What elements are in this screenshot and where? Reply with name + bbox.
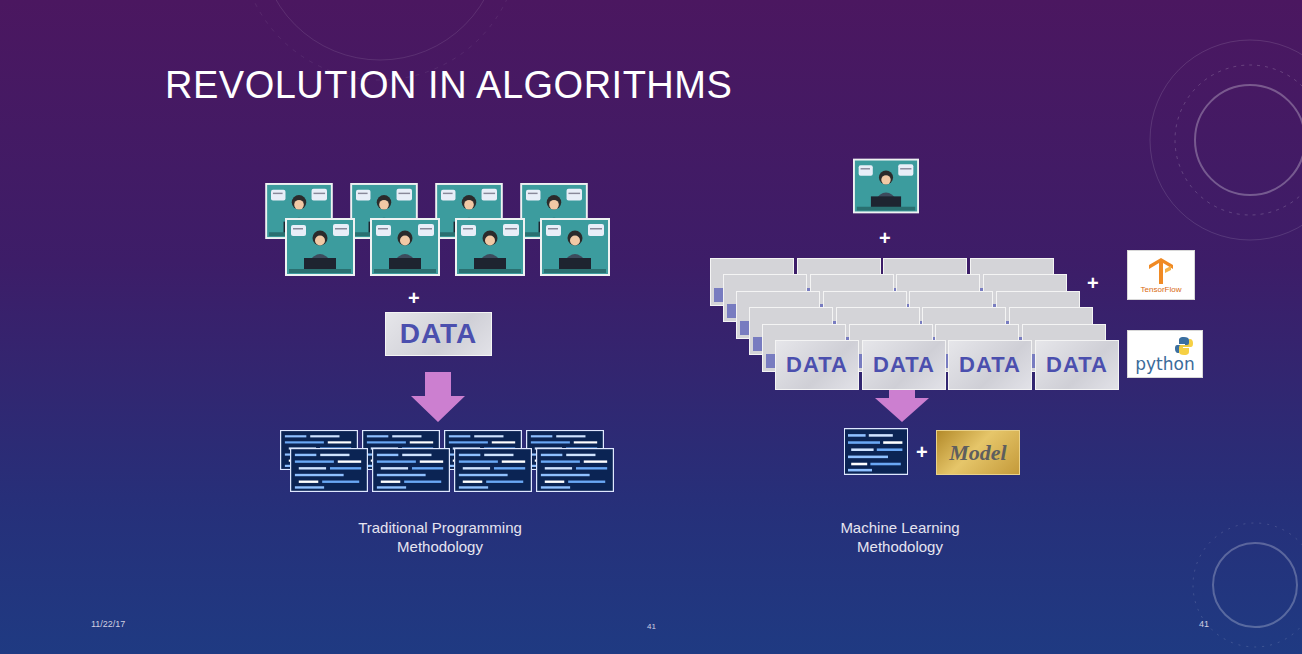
data-word: DATA [959, 352, 1021, 378]
python-logo-box: python [1127, 330, 1203, 378]
slide-title: REVOLUTION IN ALGORITHMS [165, 64, 732, 107]
logo-word: TensorFlow [1141, 286, 1182, 294]
plus-sign: + [879, 226, 891, 251]
code-screens [280, 430, 613, 491]
code-screen [844, 429, 907, 475]
python-logo [1174, 336, 1194, 356]
data-card: DATA [775, 340, 859, 390]
model-card: Model [936, 430, 1020, 475]
page-number: 41 [647, 622, 656, 632]
data-card: DATA [862, 340, 946, 390]
page-number: 41 [1199, 619, 1209, 630]
data-word: DATA [873, 352, 935, 378]
developer-single [853, 159, 919, 214]
developer-group [265, 183, 610, 276]
data-card: DATA [385, 312, 492, 356]
down-arrow [411, 372, 465, 422]
logo-word: python [1135, 356, 1194, 373]
data-card: DATA [1035, 340, 1119, 390]
caption-text: Traditional Programming Methodology [340, 519, 540, 557]
date-text: 11/22/17 [91, 619, 125, 630]
logo-wrap [1174, 336, 1194, 356]
tensorflow-logo-box: TensorFlow [1127, 250, 1195, 300]
data-card: DATA [948, 340, 1032, 390]
plus-sign: + [1087, 271, 1099, 296]
tensorflow-logo [1146, 256, 1176, 286]
logo-wrap [1146, 256, 1176, 286]
data-word: DATA [786, 352, 848, 378]
model-word: Model [949, 440, 1006, 466]
data-word: DATA [400, 318, 478, 350]
data-word: DATA [1046, 352, 1108, 378]
caption-text: Machine Learning Methodology [820, 519, 980, 557]
plus-sign: + [408, 286, 420, 311]
plus-sign: + [916, 440, 928, 465]
